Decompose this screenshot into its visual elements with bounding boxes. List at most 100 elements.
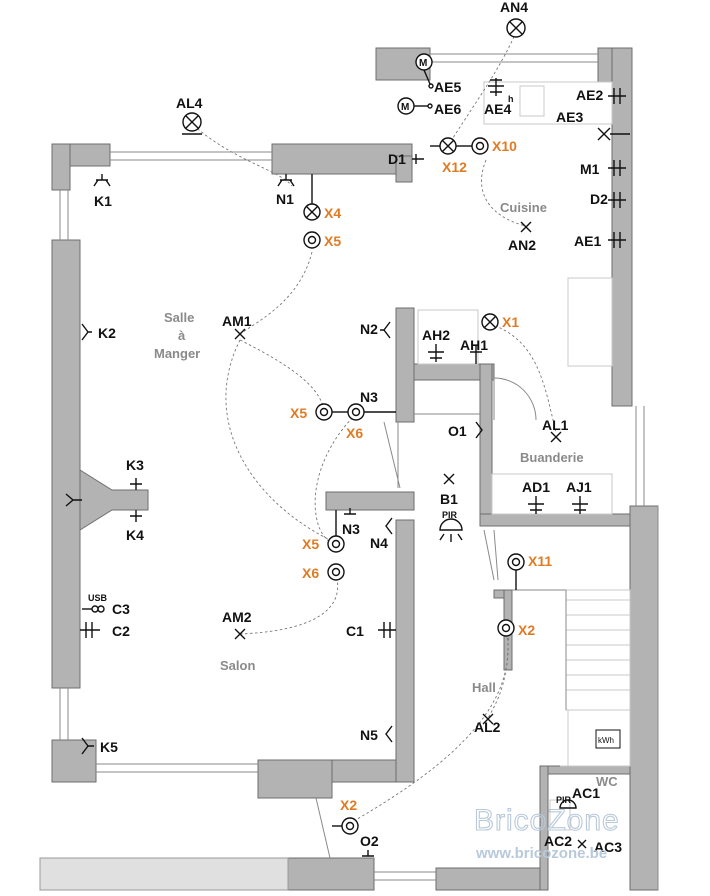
wall-light-icon xyxy=(506,18,526,38)
label-N3-lower: N3 xyxy=(342,521,360,537)
label-K4: K4 xyxy=(126,527,144,543)
label-C1: C1 xyxy=(346,623,364,639)
room-salle-a-manger-1: Salle xyxy=(164,310,194,325)
ceiling-light-icon xyxy=(497,619,515,637)
socket-icon xyxy=(80,622,100,638)
ceiling-light-icon xyxy=(481,313,499,331)
room-salle-a-manger-2: à xyxy=(178,328,186,343)
socket-icon xyxy=(608,160,626,176)
staircase xyxy=(512,589,631,711)
meter-icon: kWh xyxy=(595,729,621,749)
pir-sensor-icon xyxy=(559,799,577,809)
socket-icon xyxy=(428,344,444,362)
svg-text:h: h xyxy=(508,94,514,104)
label-AL1: AL1 xyxy=(542,417,569,433)
socket-icon xyxy=(572,496,588,514)
label-USB: USB xyxy=(88,593,108,603)
room-buanderie: Buanderie xyxy=(520,450,584,465)
switch-icon xyxy=(475,421,483,439)
switch-icon xyxy=(362,850,374,857)
label-AJ1: AJ1 xyxy=(566,479,592,495)
label-K1: K1 xyxy=(94,193,112,209)
ceiling-light-icon xyxy=(327,535,345,553)
label-AM2: AM2 xyxy=(222,609,252,625)
label-D1: D1 xyxy=(388,151,406,167)
label-X2-entry: X2 xyxy=(340,797,357,813)
label-AC3: AC3 xyxy=(594,839,622,855)
room-hall: Hall xyxy=(472,680,496,695)
label-N2: N2 xyxy=(360,321,378,337)
label-AM1: AM1 xyxy=(222,313,252,329)
pir-sensor-icon xyxy=(439,518,463,542)
label-X5-top: X5 xyxy=(324,233,341,249)
windows-doors xyxy=(59,53,659,890)
label-C3: C3 xyxy=(112,601,130,617)
socket-icon: h xyxy=(488,78,514,104)
label-X11: X11 xyxy=(528,553,552,569)
svg-text:M: M xyxy=(419,58,427,69)
switch-icon xyxy=(380,321,391,339)
label-AL4: AL4 xyxy=(176,95,203,111)
label-C2: C2 xyxy=(112,623,130,639)
label-O1: O1 xyxy=(448,423,467,439)
label-AE4: AE4 xyxy=(484,101,511,117)
switch-icon xyxy=(130,478,142,522)
room-salon: Salon xyxy=(220,658,255,673)
watermark: BricoZone www.bricozone.be xyxy=(473,803,620,862)
socket-icon xyxy=(608,88,626,104)
label-N1: N1 xyxy=(276,191,294,207)
label-D2: D2 xyxy=(590,191,608,207)
label-X10: X10 xyxy=(492,138,517,154)
label-PIR-WC: PIR xyxy=(556,795,572,805)
label-M1: M1 xyxy=(580,161,600,177)
socket-icon xyxy=(608,192,626,208)
ceiling-light-icon xyxy=(430,137,457,155)
socket-icon xyxy=(608,232,626,248)
label-X5-mid: X5 xyxy=(290,405,307,421)
label-N5: N5 xyxy=(360,727,378,743)
motor-icon: M xyxy=(397,97,433,115)
ceiling-light-icon xyxy=(332,817,359,835)
label-X12: X12 xyxy=(442,159,467,175)
label-AL2: AL2 xyxy=(474,719,501,735)
label-AE2: AE2 xyxy=(576,87,603,103)
usb-socket-icon xyxy=(82,605,105,613)
wall-light-icon xyxy=(182,112,202,135)
label-AN2: AN2 xyxy=(508,237,536,253)
label-AC1: AC1 xyxy=(572,785,600,801)
label-X6-low: X6 xyxy=(302,565,319,581)
label-K2: K2 xyxy=(98,325,116,341)
svg-text:BricoZone: BricoZone xyxy=(474,804,620,837)
ceiling-light-icon xyxy=(315,403,333,421)
labels: AN4 AL4 AE5 AE6 AE4 AE2 AE3 D1 X12 X10 K… xyxy=(88,0,622,855)
label-X5-low: X5 xyxy=(302,536,319,552)
walls xyxy=(39,47,659,891)
switch-icon xyxy=(277,174,295,187)
label-K3: K3 xyxy=(126,457,144,473)
ceiling-light-icon xyxy=(456,137,489,155)
room-cuisine: Cuisine xyxy=(500,200,547,215)
label-N3-upper: N3 xyxy=(360,389,378,405)
label-AE5: AE5 xyxy=(434,79,461,95)
room-salle-a-manger-3: Manger xyxy=(154,346,200,361)
ceiling-light-icon xyxy=(327,563,345,581)
socket-icon xyxy=(378,622,396,638)
label-O2: O2 xyxy=(360,833,379,849)
switch-icon xyxy=(344,508,356,515)
svg-text:kWh: kWh xyxy=(598,736,614,745)
ceiling-light-icon xyxy=(332,403,396,421)
switch-icon xyxy=(385,725,393,743)
symbols: M M h xyxy=(80,18,630,857)
label-X6-mid: X6 xyxy=(346,425,363,441)
ceiling-light-icon xyxy=(507,553,525,590)
label-X1: X1 xyxy=(502,314,519,330)
label-AE6: AE6 xyxy=(434,101,461,117)
label-B1: B1 xyxy=(440,491,458,507)
socket-icon xyxy=(528,496,544,514)
room-wc: WC xyxy=(596,774,618,789)
motor-icon: M xyxy=(415,53,434,89)
svg-text:www.bricozone.be: www.bricozone.be xyxy=(475,845,607,862)
label-AH2: AH2 xyxy=(422,327,450,343)
svg-text:M: M xyxy=(401,102,409,113)
